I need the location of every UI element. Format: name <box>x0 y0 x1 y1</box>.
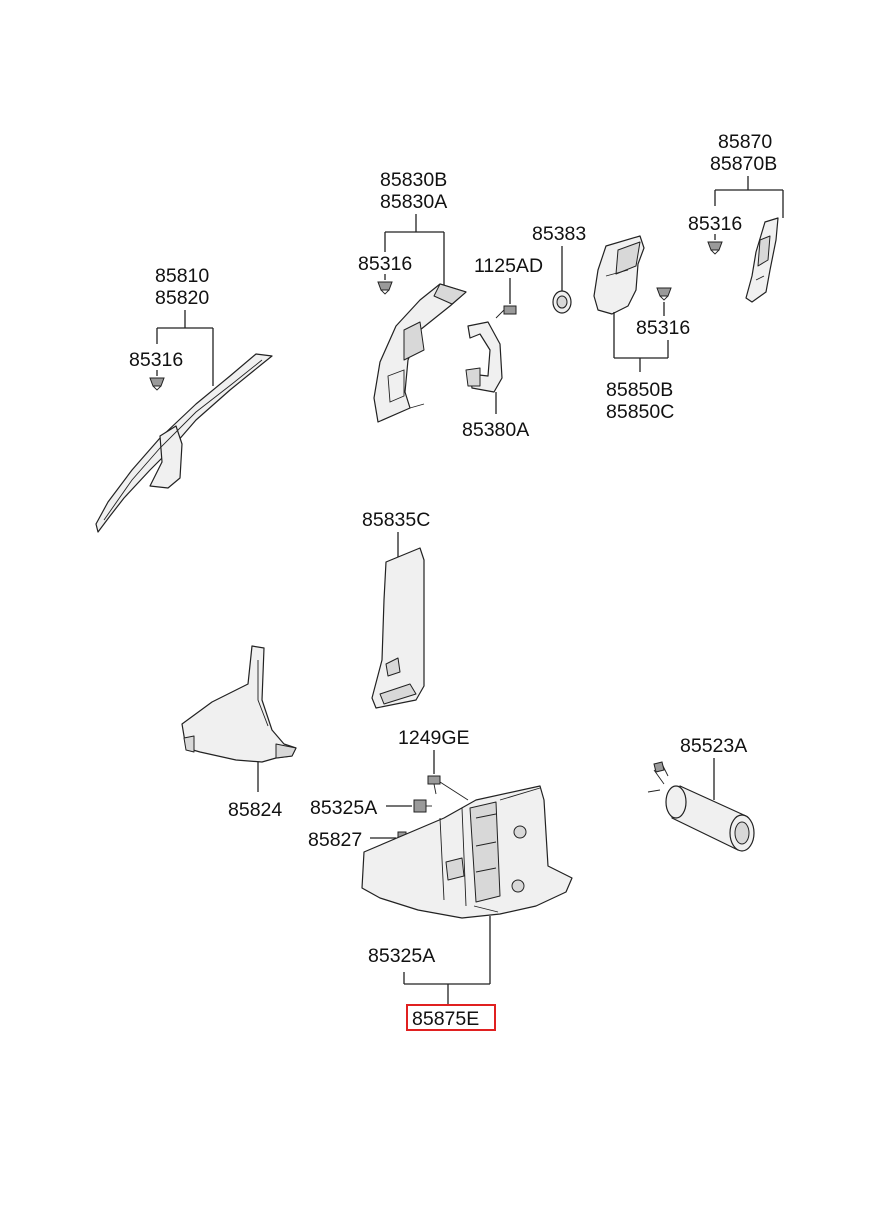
c-pillar-trim-group: 85316 85850B 85850C <box>593 235 690 423</box>
label-85523a: 85523A <box>680 735 747 757</box>
label-85380a: 85380A <box>462 419 529 441</box>
clip-85316-c <box>656 287 672 301</box>
leader-85810 <box>156 310 214 386</box>
label-85316-a: 85316 <box>688 213 742 235</box>
label-85827: 85827 <box>308 829 362 851</box>
label-85830a: 85830A <box>380 191 447 213</box>
label-85850c: 85850C <box>606 401 674 423</box>
rear-pillar-trim-group: 85870 85870B 85316 <box>688 131 784 303</box>
label-85325a-b: 85325A <box>368 945 435 967</box>
label-1249ge: 1249GE <box>398 727 470 749</box>
label-85870: 85870 <box>718 131 772 153</box>
clip-85316-a <box>707 241 723 255</box>
label-85383: 85383 <box>532 223 586 245</box>
label-85316-c: 85316 <box>636 317 690 339</box>
c-pillar-trim-85850 <box>593 235 645 315</box>
label-85316-d: 85316 <box>129 349 183 371</box>
label-85820: 85820 <box>155 287 209 309</box>
cap-85383 <box>552 290 572 314</box>
b-pillar-upper-trim <box>373 283 467 423</box>
label-85835c: 85835C <box>362 509 430 531</box>
leader-85875e <box>403 916 491 1006</box>
highlight-box-85875e <box>406 1004 496 1031</box>
b-pillar-lower-group: 85835C <box>362 509 430 709</box>
b-pillar-upper-group: 85830B 85830A 85316 <box>358 169 467 423</box>
screw-1249ge <box>427 775 469 801</box>
lower-trim-85875e <box>361 785 573 919</box>
label-85824: 85824 <box>228 799 282 821</box>
label-85875e[interactable]: 85875E <box>412 1008 479 1030</box>
a-pillar-trim-group: 85810 85820 85316 <box>95 265 273 533</box>
leader-85850 <box>613 312 669 372</box>
leader-85870 <box>714 176 784 218</box>
label-85810: 85810 <box>155 265 209 287</box>
bolt-group: 1125AD <box>474 255 543 319</box>
assist-handle-85380a <box>465 321 503 393</box>
bolt-1125ad <box>495 305 517 319</box>
cowl-side-trim-85824 <box>181 645 297 763</box>
clip-85316-b <box>377 281 393 295</box>
label-85830b: 85830B <box>380 169 447 191</box>
assist-handle-group: 85380A <box>462 321 529 441</box>
label-85325a-a: 85325A <box>310 797 377 819</box>
cowl-side-trim-group: 85824 <box>181 645 297 821</box>
label-85870b: 85870B <box>710 153 777 175</box>
label-85850b: 85850B <box>606 379 673 401</box>
clip-85316-d <box>149 377 165 391</box>
label-85316-b: 85316 <box>358 253 412 275</box>
a-pillar-trim-85810 <box>95 353 273 533</box>
label-1125ad: 1125AD <box>474 255 543 277</box>
extinguisher-85523a <box>647 761 755 852</box>
lower-trim-assembly-group: 1249GE 85325A 85827 85325A <box>308 727 573 1031</box>
rear-pillar-trim-85870 <box>745 217 779 303</box>
clip-85325a <box>413 799 432 813</box>
cap-group: 85383 <box>532 223 586 314</box>
b-pillar-lower-85835c <box>371 547 425 709</box>
extinguisher-group: 85523A <box>647 735 755 852</box>
leader-85830 <box>384 214 445 290</box>
